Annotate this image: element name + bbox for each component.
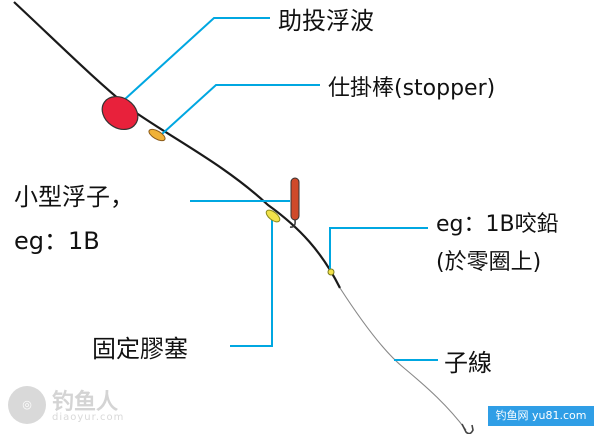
label-small-float: 小型浮子， <box>14 183 134 211</box>
label-split-shot-note: (於零圈上) <box>436 250 542 275</box>
rubber-stop <box>265 209 281 223</box>
pointer-rubber-stop <box>230 220 273 347</box>
watermark-url: diaoyur.com <box>52 412 125 423</box>
main-line <box>13 1 341 289</box>
pointer-split-shot <box>329 227 428 270</box>
stopper-bead <box>148 128 166 142</box>
label-stopper: 仕掛棒(stopper) <box>328 76 496 101</box>
leader-line <box>339 287 467 431</box>
pointer-assist-float <box>123 17 270 101</box>
watermark-name: 钓鱼人 <box>52 390 119 415</box>
pointer-stopper <box>161 84 320 135</box>
small-float <box>290 177 300 221</box>
watermark-left: ◎ 钓鱼人 diaoyur.com <box>8 384 148 430</box>
assist-float <box>101 95 139 131</box>
watermark-seal-icon: ◎ <box>8 386 46 424</box>
split-shot <box>327 268 335 276</box>
label-rubber-stop: 固定膠塞 <box>92 335 188 363</box>
hook-icon <box>461 423 474 434</box>
label-leader: 子線 <box>444 349 492 377</box>
small-float-stem <box>289 219 296 228</box>
watermark-badge: 钓鱼网 yu81.com <box>488 406 594 426</box>
label-split-shot: eg：1B咬鉛 <box>436 212 559 237</box>
label-small-float-example: eg：1B <box>14 227 100 255</box>
label-assist-float: 助投浮波 <box>278 7 374 35</box>
